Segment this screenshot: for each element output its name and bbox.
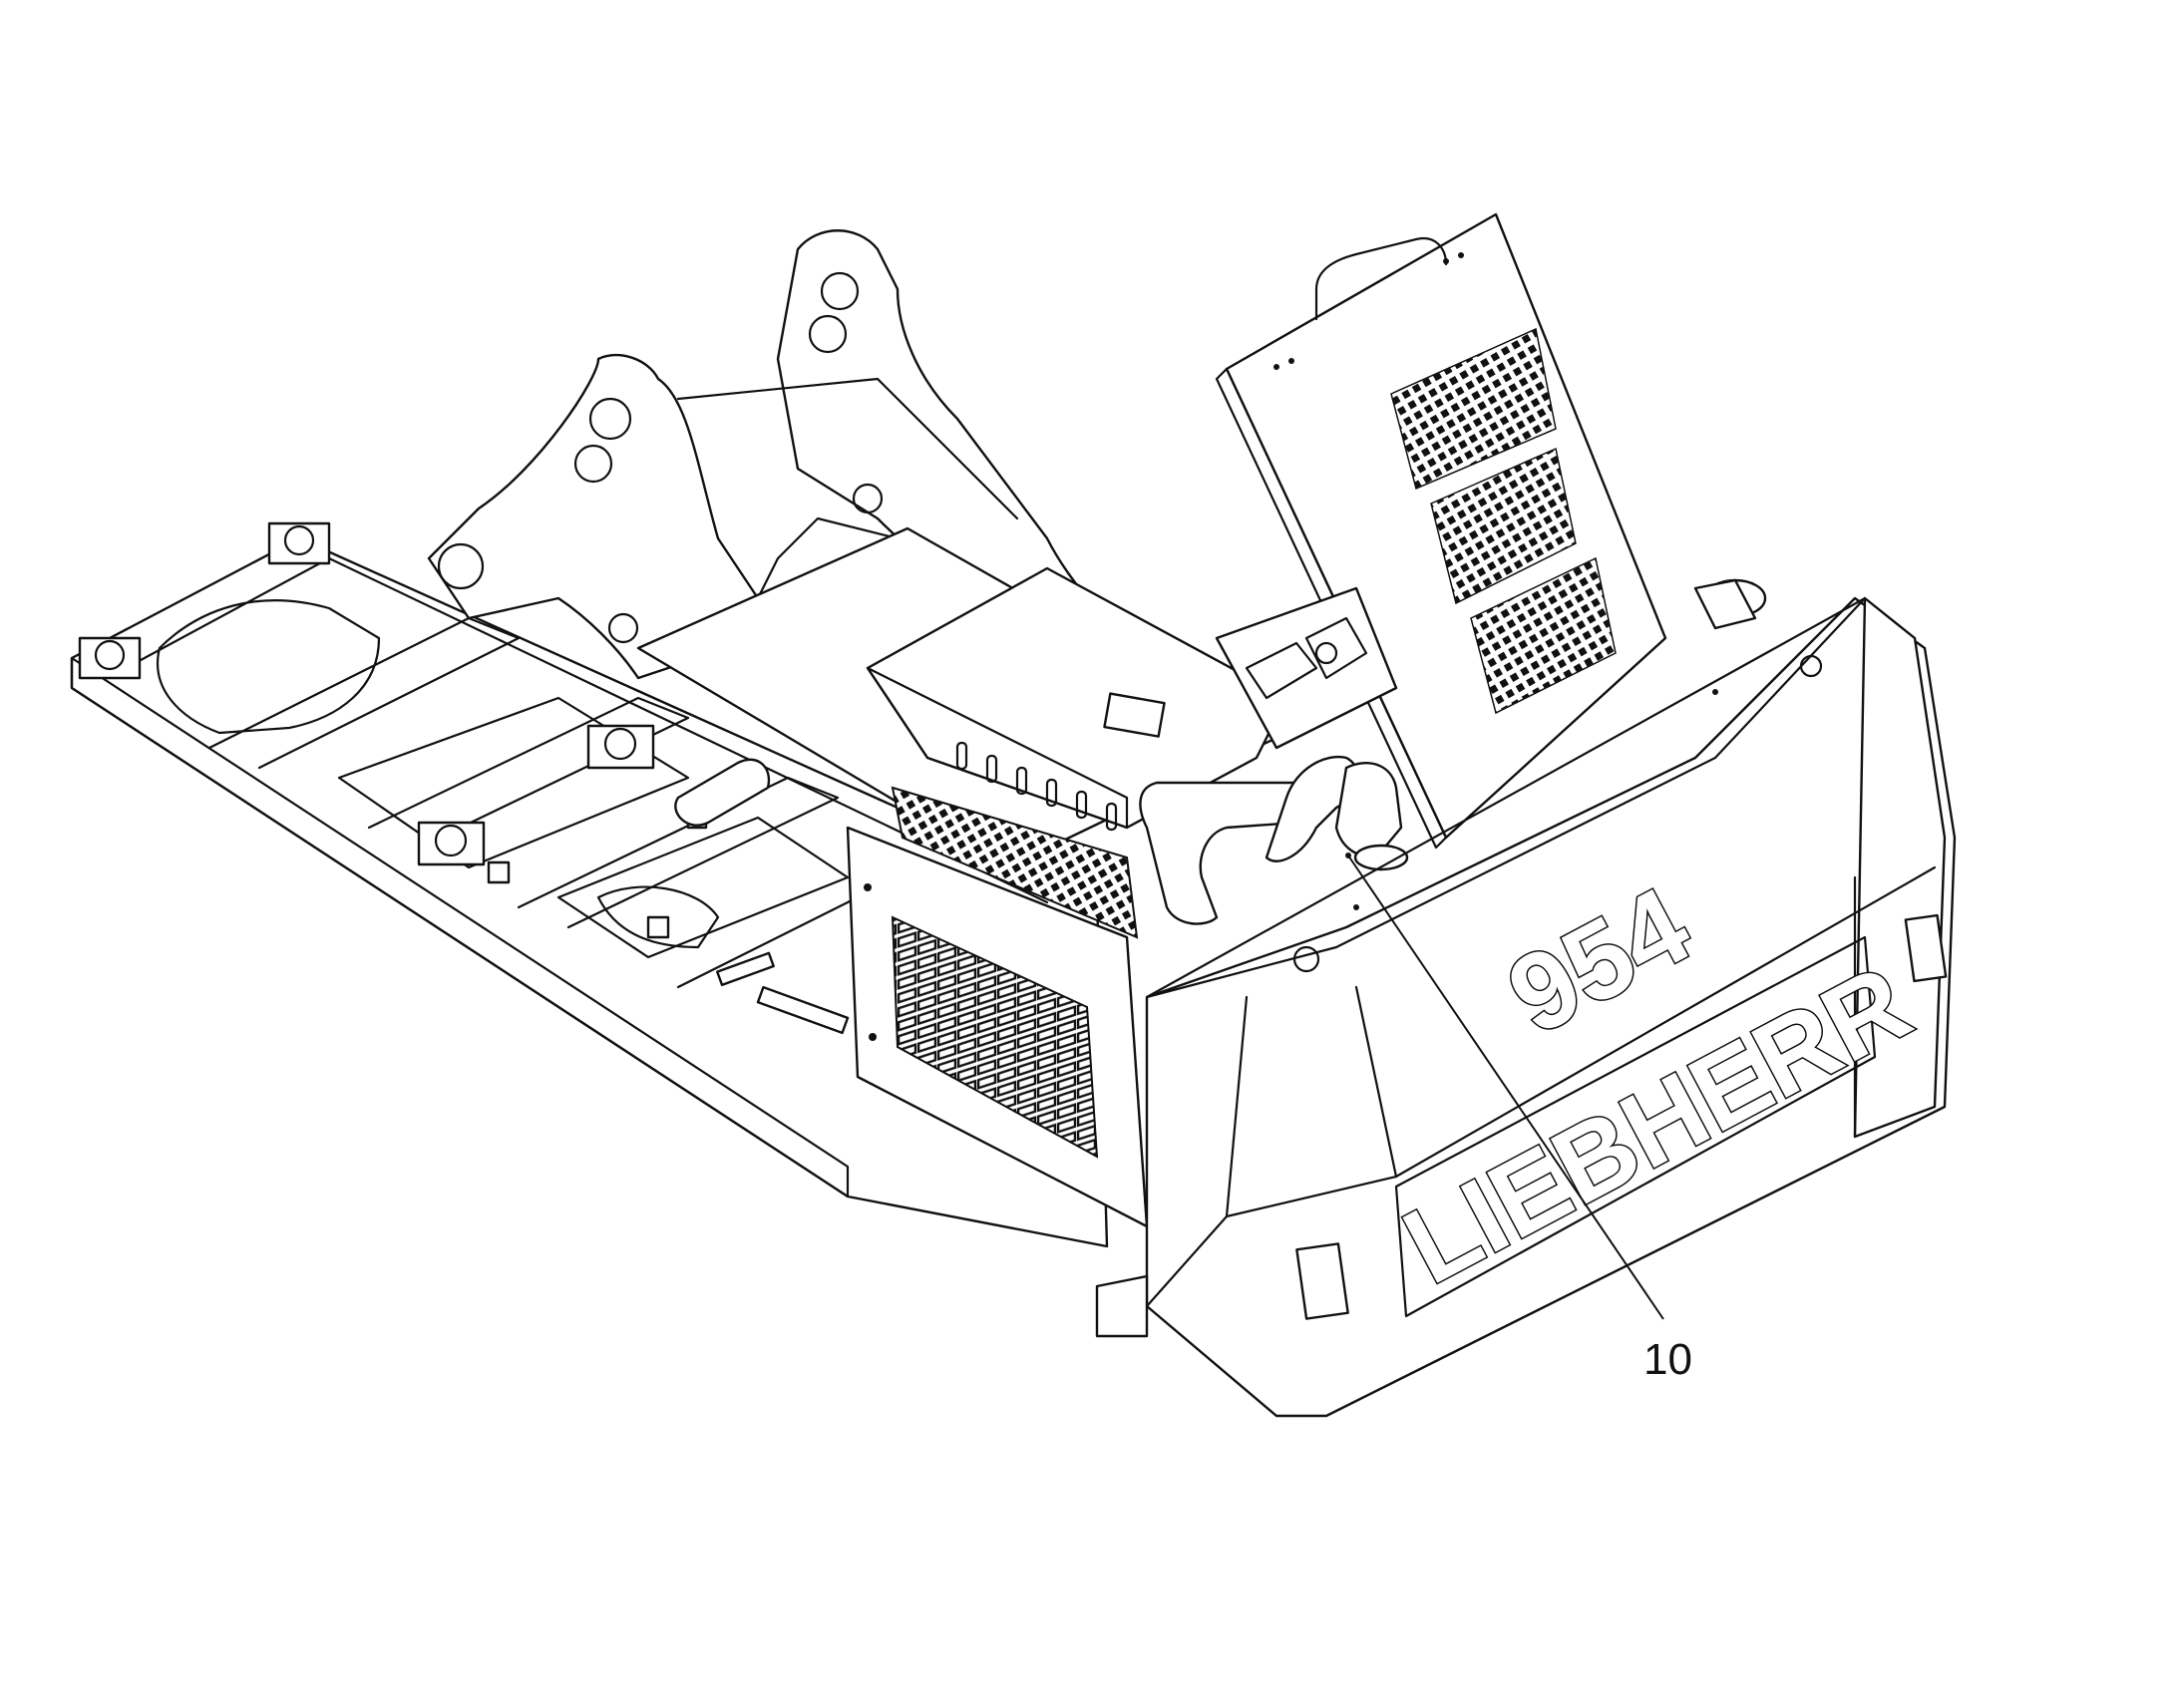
- chassis-frame: [70, 521, 1109, 1248]
- side-panel: [846, 826, 1149, 1228]
- callout-10: 10: [1345, 853, 1692, 1384]
- boom-mount: [427, 229, 1099, 680]
- callout-leader-line: [1347, 854, 1664, 1320]
- engine-bay: [1215, 586, 1398, 750]
- counterweight: [1095, 596, 1957, 1418]
- vent-slots: [955, 741, 1118, 832]
- engine-cover: [636, 526, 1288, 939]
- raised-hood: [1215, 212, 1667, 850]
- air-intake-pipe: [1139, 578, 1767, 925]
- callout-label: 10: [1643, 1335, 1692, 1384]
